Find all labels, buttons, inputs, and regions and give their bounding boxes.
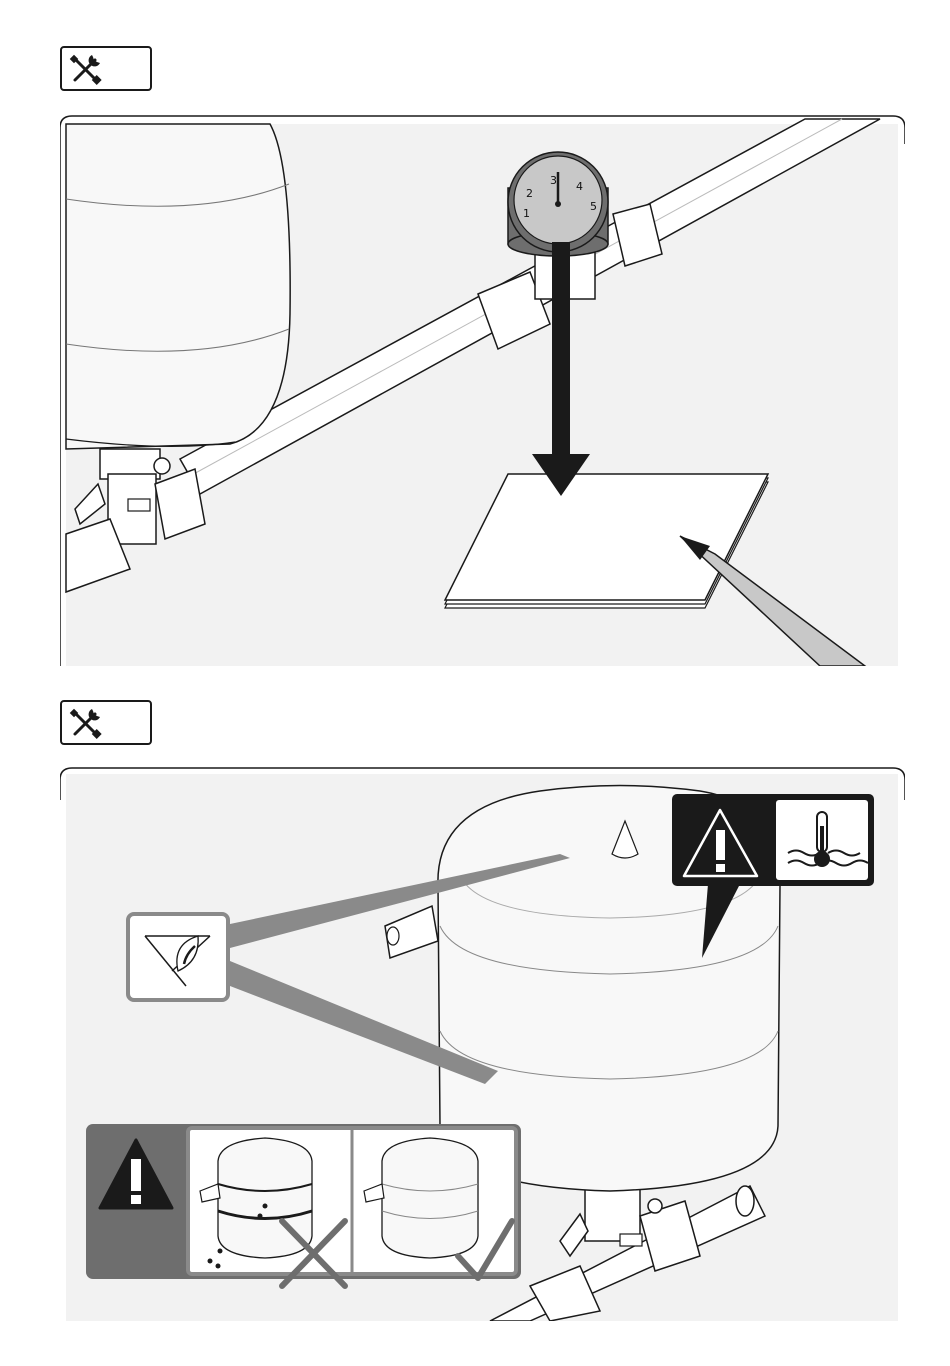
tools-badge-step-1 (60, 46, 152, 91)
tools-badge-step-2 (60, 700, 152, 745)
gauge-scale-label: 2 (526, 187, 533, 200)
tools-icon (66, 705, 106, 741)
visual-inspection-eye-icon (128, 914, 228, 1000)
vessel-condition-check (86, 1124, 521, 1286)
gauge-scale-label: 1 (523, 207, 530, 220)
expansion-vessel (66, 124, 290, 449)
tools-icon (66, 51, 106, 87)
step-2-illustration (60, 766, 905, 1321)
step-1-illustration: 1 2 3 4 5 (60, 114, 905, 666)
pressure-gauge-icon: 1 2 3 4 5 (508, 152, 608, 256)
gauge-scale-label: 5 (590, 200, 597, 213)
gauge-scale-label: 4 (576, 180, 583, 193)
gauge-scale-label: 3 (550, 174, 557, 187)
